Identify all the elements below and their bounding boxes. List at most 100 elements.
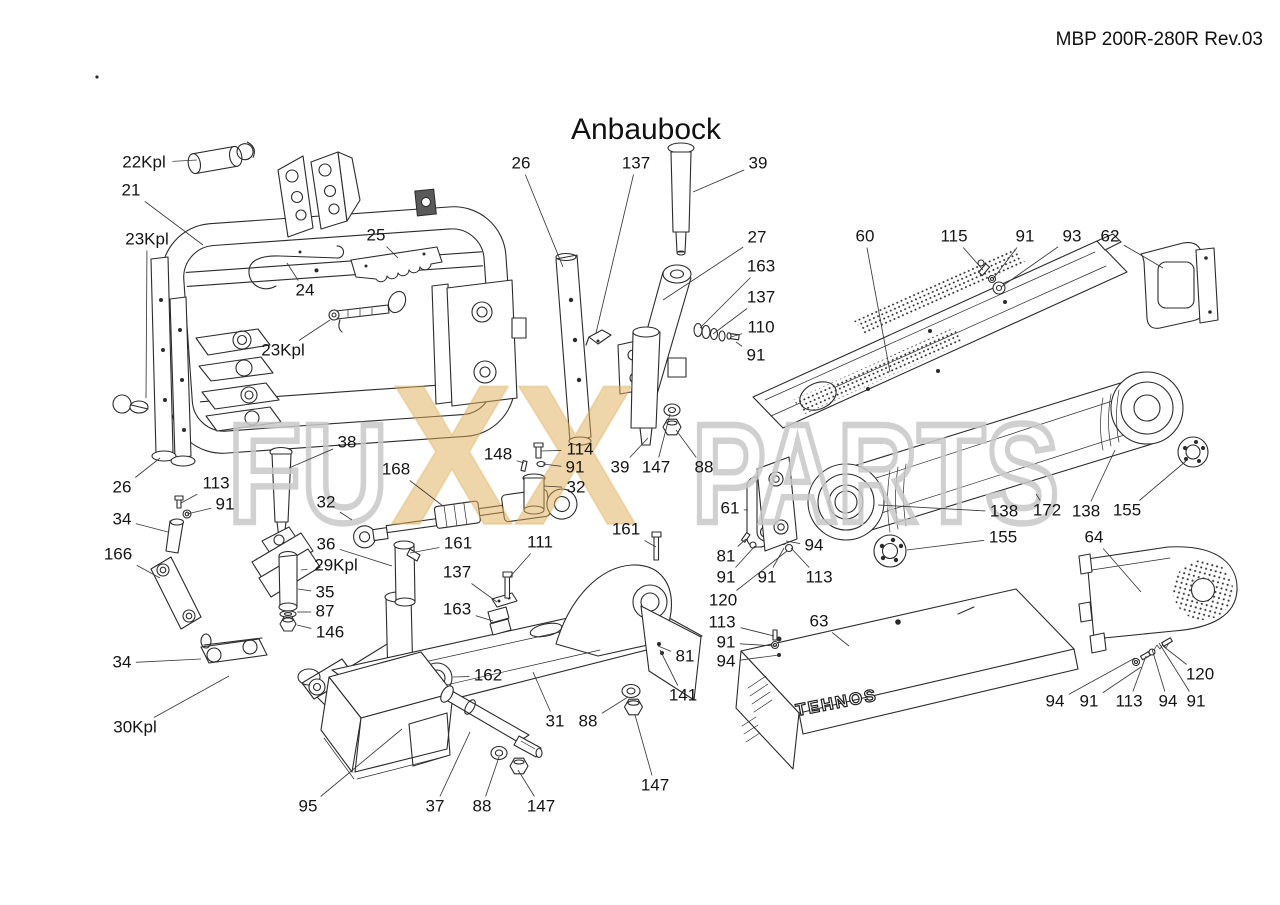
part-number: 115: [940, 226, 967, 245]
part-number: 155: [1113, 500, 1141, 519]
leader-line: [601, 696, 629, 714]
leader-line: [135, 658, 202, 663]
part-label-94: 94: [1046, 657, 1136, 710]
part-label-26: 26: [113, 457, 161, 496]
part-label-31: 31: [532, 671, 564, 730]
part-label-113: 113: [790, 547, 833, 586]
part-number: 22Kpl: [122, 152, 165, 171]
bearing-plate-138-drawing: [756, 456, 798, 552]
part-number: 26: [113, 477, 132, 496]
part-label-87: 87: [297, 601, 334, 620]
part-label-137: 137: [443, 562, 498, 603]
part-label-111: 111: [508, 532, 553, 579]
part-label-148: 148: [484, 444, 525, 464]
part-number: 88: [579, 711, 598, 730]
part-label-34: 34: [113, 509, 169, 533]
leader-line: [1068, 657, 1136, 695]
pin-39-drawing: [667, 142, 695, 256]
part-number: 38: [338, 432, 357, 451]
part-label-120: 120: [1162, 645, 1214, 683]
part-label-161: 161: [409, 533, 472, 554]
leader-line: [662, 246, 744, 301]
part-number: 91: [1187, 691, 1206, 710]
leader-line: [634, 714, 653, 776]
part-label-114: 114: [540, 439, 594, 458]
leader-line: [866, 247, 891, 373]
part-label-163: 163: [699, 256, 775, 329]
part-number: 34: [113, 652, 132, 671]
part-label-91: 91: [542, 457, 584, 476]
leader-line: [659, 649, 679, 686]
cover-63-drawing: TEHNOS: [735, 588, 1079, 770]
leader-line: [1158, 642, 1190, 692]
leader-line: [1102, 666, 1142, 694]
top-link-168-drawing: [353, 488, 578, 549]
part-number: 120: [709, 590, 737, 609]
part-number: 91: [747, 345, 766, 364]
part-label-61: 61: [721, 498, 749, 517]
part-label-23Kpl: 23Kpl: [125, 229, 169, 399]
leader-line: [1132, 655, 1147, 692]
part-label-36: 36: [317, 534, 393, 567]
part-number: 114: [566, 439, 593, 458]
leader-line: [739, 643, 777, 647]
part-number: 147: [641, 775, 669, 794]
part-label-91: 91: [1080, 666, 1142, 710]
watermark-parts: PARTS: [692, 394, 1059, 552]
part-label-163: 163: [443, 599, 494, 622]
leader-line: [877, 504, 986, 512]
leader-line: [543, 485, 563, 488]
part-number: 166: [104, 544, 132, 563]
leader-line: [739, 654, 780, 661]
leader-line: [737, 538, 747, 547]
leader-line: [300, 568, 308, 571]
part-label-64: 64: [1085, 527, 1142, 593]
leader-line: [475, 615, 494, 622]
leader-line: [540, 450, 562, 452]
hook-rod-24-drawing: [248, 245, 345, 290]
leader-line: [471, 583, 498, 603]
leader-line: [386, 246, 399, 259]
box-95-drawing: [320, 651, 454, 780]
leader-line: [1102, 548, 1142, 593]
leader-line: [524, 174, 564, 268]
leader-line: [658, 413, 671, 458]
clevis-34-lower-drawing: [200, 633, 268, 664]
leader-line: [785, 540, 801, 544]
part-label-26: 26: [512, 153, 564, 268]
clamp-block-drawing: [414, 188, 437, 217]
part-label-23Kpl: 23Kpl: [261, 319, 331, 359]
part-number: 81: [676, 646, 695, 665]
leader-line: [339, 511, 353, 521]
part-label-110: 110: [730, 317, 775, 338]
leader-line: [1090, 449, 1116, 502]
part-label-138: 138: [1072, 449, 1116, 520]
part-number: 110: [747, 317, 774, 336]
part-number: 147: [527, 796, 555, 815]
part-number: 36: [317, 534, 336, 553]
part-number: 32: [567, 477, 586, 496]
leader-line: [542, 463, 562, 467]
leader-line: [339, 548, 393, 567]
part-number: 94: [717, 651, 736, 670]
leader-line: [320, 728, 403, 797]
leader-line: [740, 627, 775, 637]
part-label-94: 94: [785, 535, 823, 554]
part-number: 91: [1016, 226, 1035, 245]
leader-line: [135, 523, 169, 533]
part-number: 161: [612, 519, 640, 538]
part-number: 172: [1033, 500, 1061, 519]
part-number: 137: [443, 562, 471, 581]
part-number: 81: [717, 546, 736, 565]
leader-line: [992, 247, 1018, 280]
part-label-141: 141: [659, 649, 697, 704]
part-label-137: 137: [595, 153, 650, 334]
top-mast-plates-drawing: [277, 151, 361, 238]
part-number: 35: [316, 582, 335, 601]
part-number: 37: [426, 796, 445, 815]
leader-line: [516, 460, 525, 464]
part-label-147: 147: [517, 769, 555, 815]
part-number: 91: [758, 567, 777, 586]
part-number: 168: [382, 459, 410, 478]
part-number: 138: [1072, 501, 1100, 520]
